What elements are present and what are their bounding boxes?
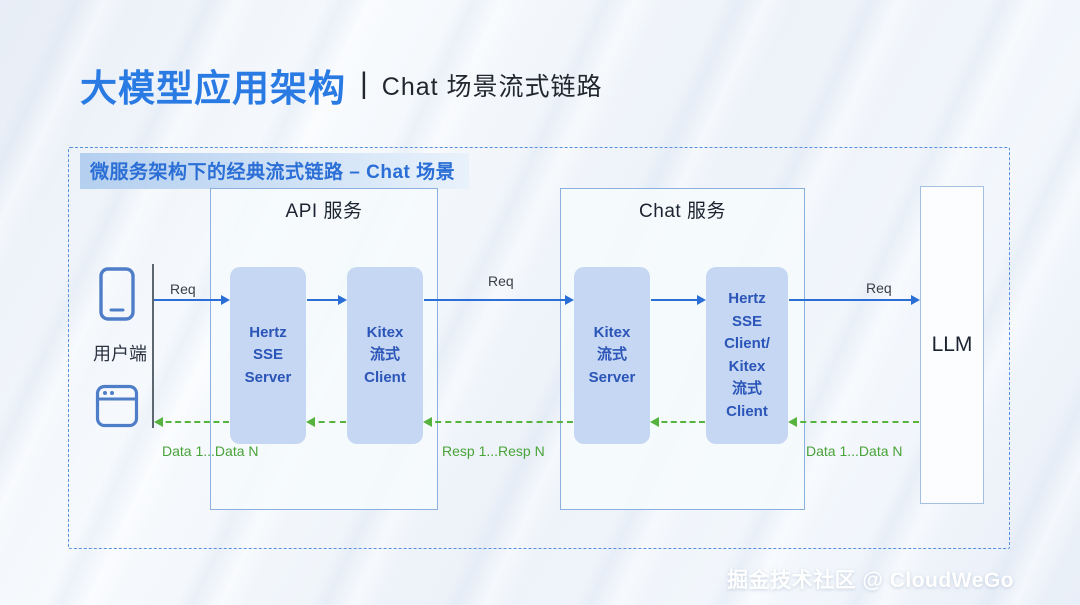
req-arrow-api-internal [307, 295, 347, 305]
title-subtitle: Chat 场景流式链路 [381, 73, 603, 101]
data-arrow-chat-internal [650, 417, 705, 427]
diagram-frame [68, 147, 1010, 549]
kitex-stream-client-node: Kitex 流式 Client [347, 267, 423, 444]
req-label-3: Req [866, 280, 892, 296]
data-arrow-api-internal [306, 417, 346, 427]
watermark: 掘金技术社区 @ CloudWeGo [727, 569, 1014, 592]
req-arrow-chat-to-llm [789, 295, 920, 305]
title-separator: | [360, 67, 368, 100]
req-arrow-client-to-api [154, 295, 230, 305]
client-boundary-line [152, 264, 154, 428]
llm-label: LLM [931, 333, 973, 356]
data-arrow-llm-to-chat [788, 417, 919, 427]
req-arrow-api-to-chat [424, 295, 574, 305]
client-label: 用户端 [93, 344, 147, 364]
kitex-stream-server-node: Kitex 流式 Server [574, 267, 650, 444]
llm-box: LLM [920, 186, 984, 504]
phone-icon [99, 267, 135, 321]
api-service-title: API 服务 [285, 201, 363, 222]
resp-arrow-chat-to-api [423, 417, 573, 427]
hertz-sse-client-kitex-client-node: Hertz SSE Client/ Kitex 流式 Client [706, 267, 788, 444]
browser-icon [95, 384, 139, 428]
req-arrow-chat-internal [651, 295, 706, 305]
resp-label-middle: Resp 1...Resp N [442, 443, 545, 459]
diagram-caption: 微服务架构下的经典流式链路 – Chat 场景 [80, 153, 470, 189]
title-main: 大模型应用架构 [80, 68, 346, 109]
data-label-right: Data 1...Data N [806, 443, 903, 459]
data-arrow-api-to-client [154, 417, 229, 427]
page-title: 大模型应用架构 | Chat 场景流式链路 [80, 58, 603, 112]
hertz-sse-server-node: Hertz SSE Server [230, 267, 306, 444]
chat-service-title: Chat 服务 [639, 201, 726, 222]
data-label-left: Data 1...Data N [162, 443, 259, 459]
req-label-2: Req [488, 273, 514, 289]
req-label-1: Req [170, 281, 196, 297]
